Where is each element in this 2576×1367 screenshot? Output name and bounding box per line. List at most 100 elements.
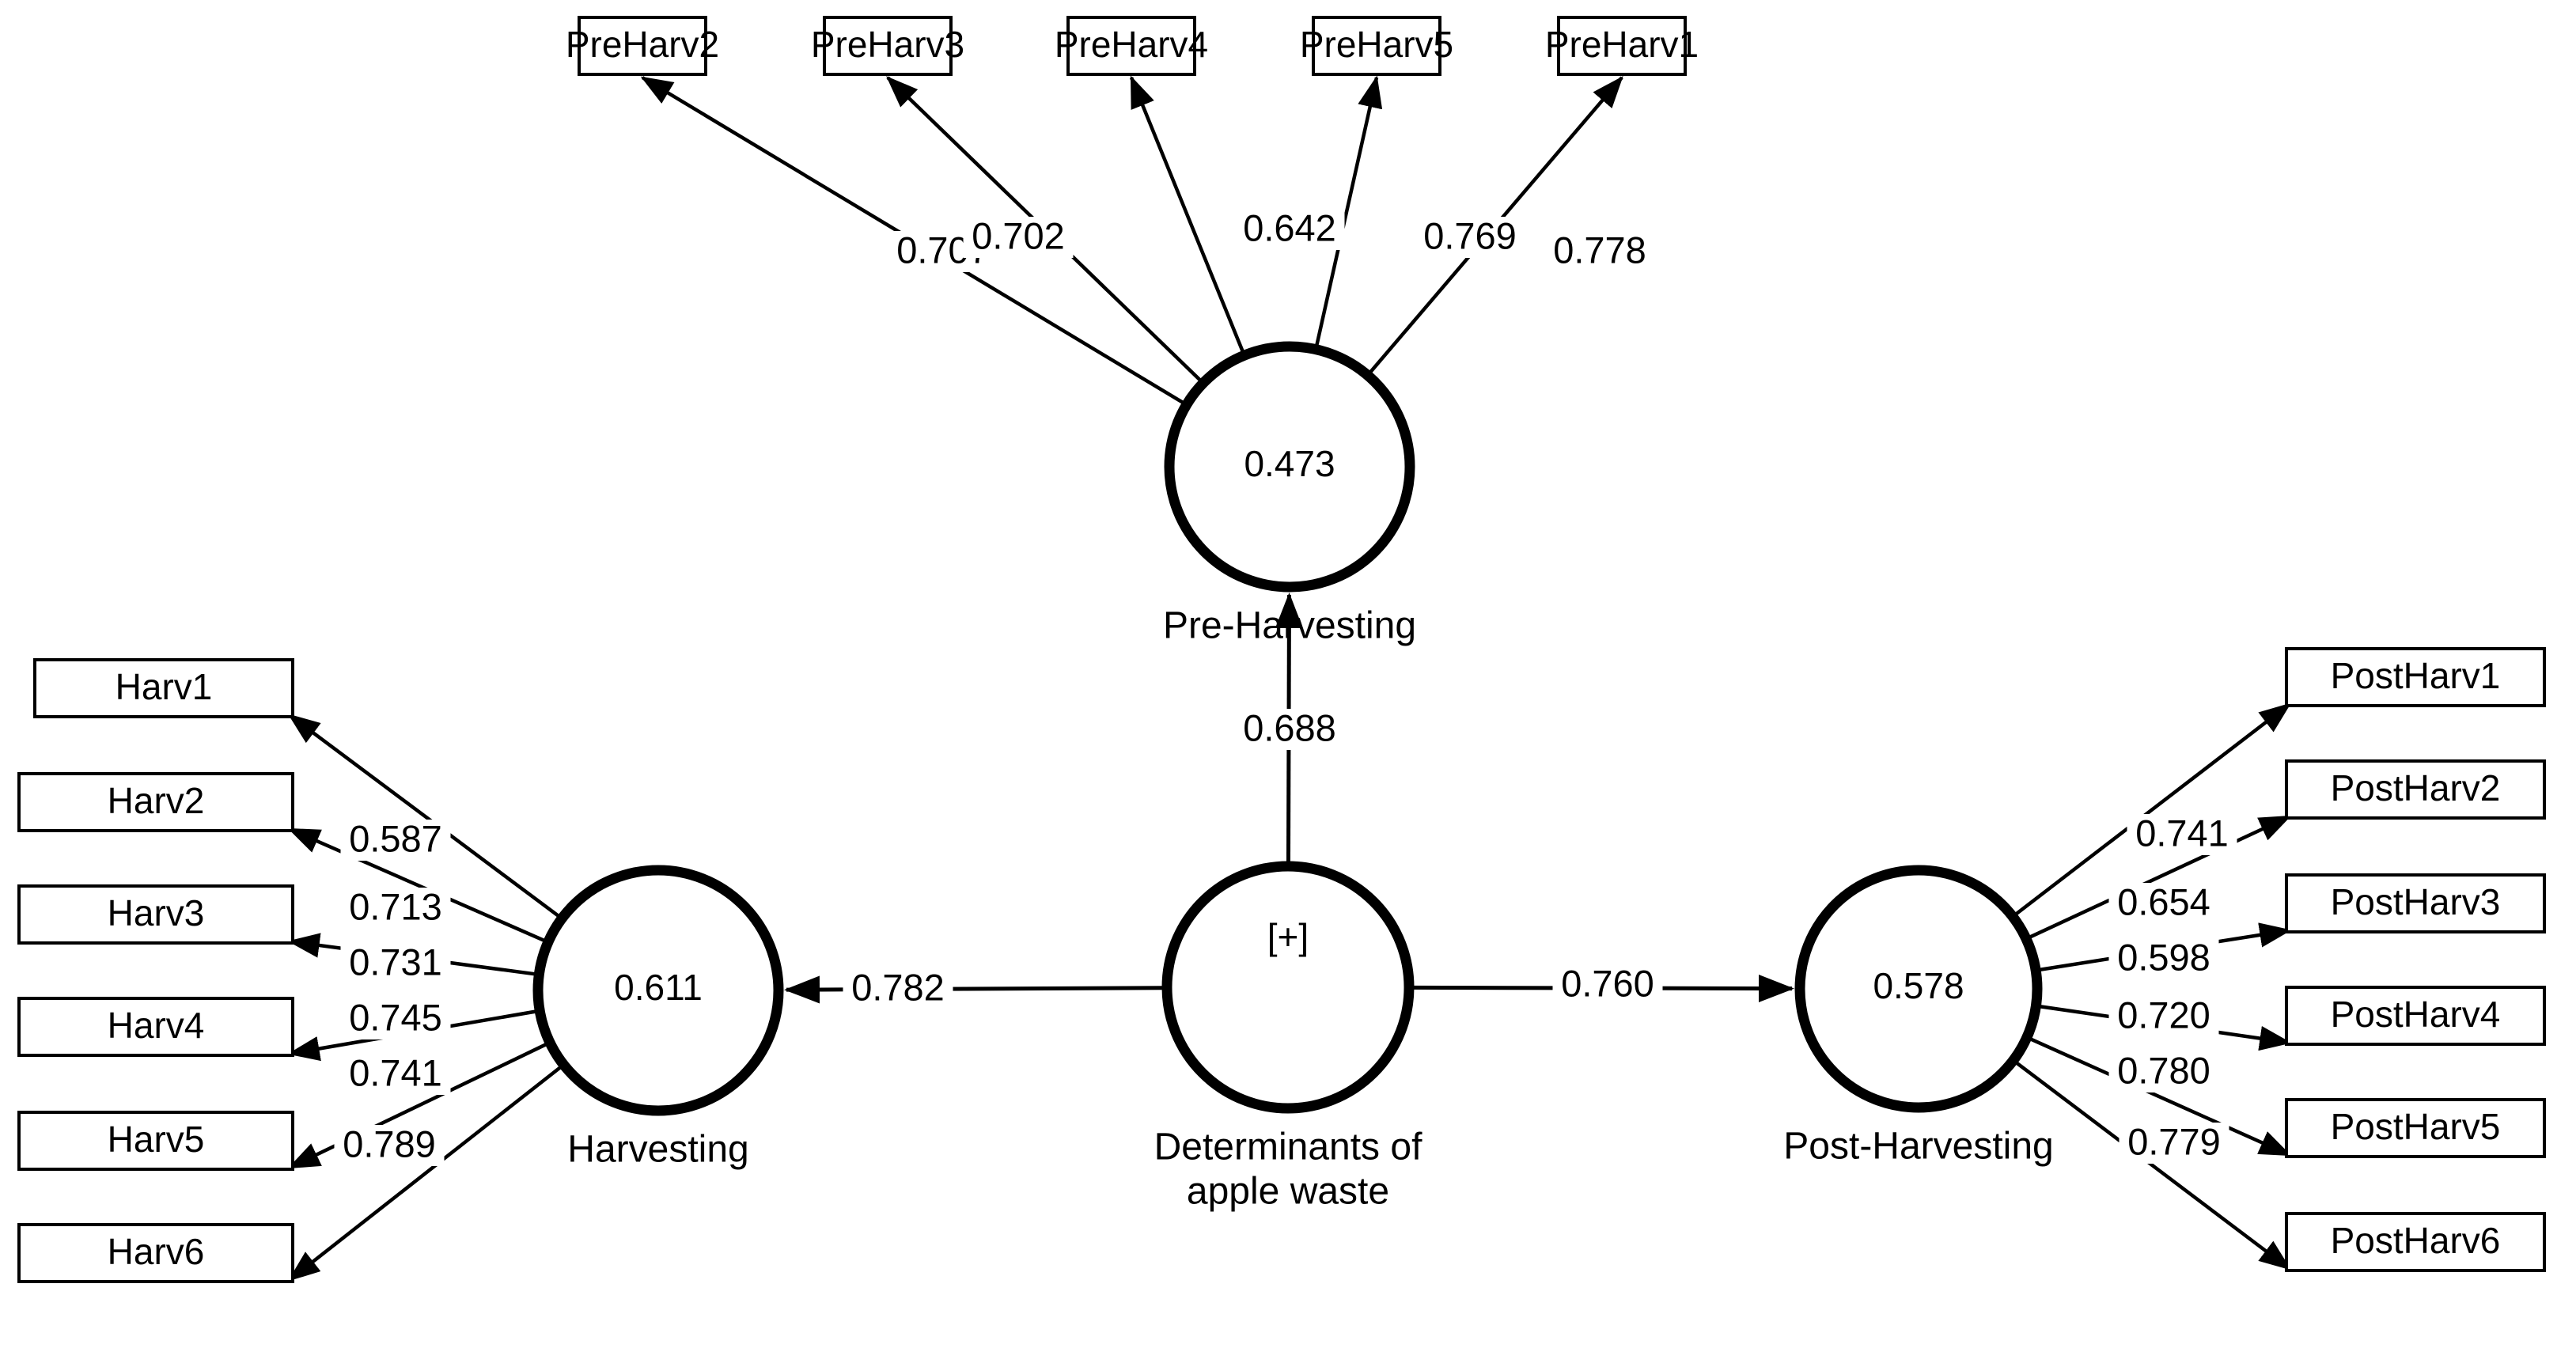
indicator-label-postharv1: PostHarv1 — [2331, 655, 2501, 696]
construct-circle-pre-harvesting[interactable] — [1164, 341, 1415, 593]
indicator-box-postharv4[interactable] — [2285, 986, 2546, 1046]
construct-value-harvesting: 0.611 — [614, 967, 703, 1008]
indicator-box-postharv2[interactable] — [2285, 759, 2546, 820]
loading-label-harv5-backdrop — [340, 1054, 451, 1095]
measurement-path-harv5 — [287, 1042, 548, 1170]
indicator-label-preharv3: PreHarv3 — [811, 24, 964, 65]
measurement-paths-post-harvesting — [2013, 702, 2292, 1270]
indicator-box-harv2[interactable] — [17, 772, 294, 832]
loading-label-harv2-backdrop — [340, 888, 451, 929]
indicator-label-postharv6: PostHarv6 — [2331, 1220, 2501, 1261]
path-coefficient-determinants-to-pre-harvesting: 0.688 — [1243, 706, 1336, 748]
loading-label-preharv4: 0.642 — [1243, 206, 1336, 248]
measurement-path-postharv5 — [2029, 1036, 2292, 1157]
indicator-label-harv4: Harv4 — [108, 1005, 205, 1046]
indicator-box-harv6[interactable] — [17, 1223, 294, 1283]
construct-circle-determinants[interactable] — [1161, 861, 1415, 1114]
measurement-path-harv2 — [287, 827, 546, 943]
loading-label-harv1: 0.587 — [349, 817, 442, 859]
indicator-box-postharv6[interactable] — [2285, 1212, 2546, 1272]
loading-label-preharv4-backdrop — [1234, 209, 1345, 250]
loading-label-preharv1: 0.778 — [1553, 229, 1646, 271]
loading-label-preharv1-backdrop — [1544, 231, 1655, 272]
indicator-label-preharv2: PreHarv2 — [566, 24, 719, 65]
indicator-label-preharv4: PreHarv4 — [1055, 24, 1208, 65]
indicator-box-harv5[interactable] — [17, 1111, 294, 1171]
indicator-box-postharv5[interactable] — [2285, 1098, 2546, 1158]
indicator-label-preharv5: PreHarv5 — [1300, 24, 1453, 65]
loading-label-harv3: 0.731 — [349, 941, 442, 983]
loading-label-harv4-backdrop — [340, 998, 451, 1039]
measurement-path-postharv6 — [2014, 1060, 2292, 1270]
indicator-box-harv4[interactable] — [17, 997, 294, 1057]
indicator-label-postharv5: PostHarv5 — [2331, 1106, 2501, 1147]
measurement-path-preharv5 — [1314, 75, 1383, 347]
indicator-label-postharv4: PostHarv4 — [2331, 994, 2501, 1035]
indicator-box-postharv1[interactable] — [2285, 647, 2546, 707]
loading-label-preharv3: 0.702 — [972, 214, 1065, 256]
loading-label-postharv4-backdrop — [2108, 996, 2219, 1037]
loading-label-postharv6: 0.779 — [2127, 1120, 2221, 1162]
loading-label-postharv5: 0.780 — [2117, 1049, 2210, 1091]
loading-label-postharv3: 0.598 — [2117, 936, 2210, 978]
loading-label-postharv2-backdrop — [2108, 883, 2219, 924]
loading-label-harv2: 0.713 — [349, 885, 442, 927]
indicator-boxes-post-harvesting: PostHarv1PostHarv2PostHarv3PostHarv4Post… — [2285, 647, 2546, 1272]
loading-label-postharv6-backdrop — [2119, 1123, 2229, 1164]
indicator-box-preharv2[interactable] — [578, 16, 707, 76]
indicator-label-postharv3: PostHarv3 — [2331, 881, 2501, 922]
loading-label-postharv1-backdrop — [2127, 814, 2237, 855]
construct-value-post-harvesting: 0.578 — [1873, 965, 1964, 1006]
loading-label-harv6-backdrop — [334, 1125, 445, 1166]
indicator-box-harv3[interactable] — [17, 884, 294, 945]
loading-label-harv3-backdrop — [340, 943, 451, 984]
indicator-box-preharv5[interactable] — [1312, 16, 1441, 76]
loading-label-postharv2: 0.654 — [2117, 880, 2210, 922]
indicator-label-harv1: Harv1 — [116, 666, 213, 707]
measurement-path-preharv4 — [1129, 75, 1245, 354]
measurement-path-postharv2 — [2028, 814, 2292, 940]
indicator-box-preharv1[interactable] — [1557, 16, 1687, 76]
measurement-path-harv1 — [287, 714, 561, 918]
measurement-path-postharv1 — [2013, 702, 2292, 917]
indicator-label-harv3: Harv3 — [108, 892, 205, 933]
construct-value-pre-harvesting: 0.473 — [1244, 443, 1335, 484]
indicator-boxes-pre-harvesting: PreHarv2 PreHarv3 PreHarv4 PreHarv5 PreHarv1 — [566, 16, 1699, 76]
loading-label-preharv5: 0.769 — [1423, 214, 1517, 256]
indicator-box-preharv4[interactable] — [1066, 16, 1196, 76]
construct-name-post-harvesting: Post-Harvesting — [1783, 1126, 2053, 1168]
loading-label-harv4: 0.745 — [349, 996, 442, 1038]
measurement-path-harv6 — [287, 1065, 563, 1282]
indicator-label-preharv1: PreHarv1 — [1545, 24, 1699, 65]
path-coefficient-determinants-to-post-harvesting-backdrop — [1552, 964, 1663, 1005]
construct-circle-harvesting[interactable] — [532, 865, 784, 1116]
indicator-label-postharv2: PostHarv2 — [2331, 767, 2501, 808]
construct-name-determinants: Determinants of — [1154, 1127, 1422, 1168]
loading-label-harv6: 0.789 — [343, 1123, 436, 1164]
loading-label-harv5: 0.741 — [349, 1051, 442, 1093]
loading-label-preharv5-backdrop — [1415, 217, 1525, 258]
indicator-box-postharv3[interactable] — [2285, 873, 2546, 933]
loading-label-postharv3-backdrop — [2108, 938, 2219, 979]
indicator-box-preharv3[interactable] — [823, 16, 953, 76]
construct-name-harvesting: Harvesting — [567, 1129, 748, 1171]
loading-label-harv1-backdrop — [340, 820, 451, 861]
loading-label-preharv3-backdrop — [963, 217, 1074, 258]
loading-label-postharv4: 0.720 — [2117, 994, 2210, 1036]
path-coefficient-determinants-to-harvesting: 0.782 — [851, 966, 945, 1008]
path-coefficient-determinants-to-pre-harvesting-backdrop — [1234, 709, 1345, 750]
path-coefficient-determinants-to-harvesting-backdrop — [843, 968, 953, 1009]
indicator-box-harv1[interactable] — [33, 658, 294, 718]
path-coefficient-determinants-to-post-harvesting: 0.760 — [1561, 962, 1654, 1004]
loading-label-postharv1: 0.741 — [2135, 812, 2229, 854]
construct-name-pre-harvesting: Pre-Harvesting — [1163, 605, 1416, 647]
construct-circle-post-harvesting[interactable] — [1794, 865, 2043, 1113]
indicator-label-harv2: Harv2 — [108, 780, 205, 821]
construct-name-determinants: apple waste — [1187, 1171, 1389, 1213]
indicator-label-harv5: Harv5 — [108, 1119, 205, 1160]
